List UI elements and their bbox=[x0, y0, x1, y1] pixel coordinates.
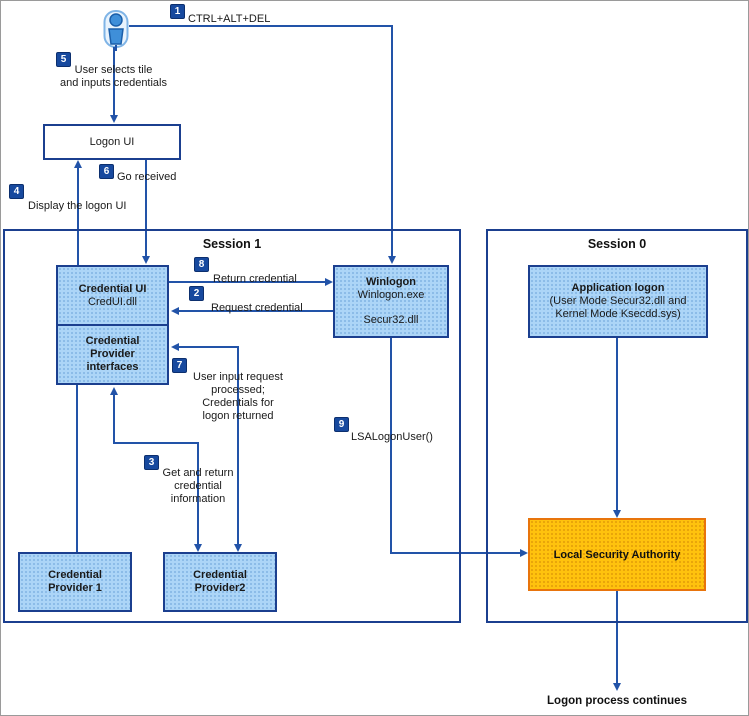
step3-line2: credential bbox=[174, 480, 222, 492]
arrowhead-into-logon-ui bbox=[110, 115, 118, 123]
step-badge-6: 6 bbox=[99, 164, 114, 179]
step-badge-3: 3 bbox=[144, 455, 159, 470]
line-applogon-to-lsa bbox=[616, 338, 618, 511]
logon-ui-label: Logon UI bbox=[89, 136, 135, 148]
winlogon-secur32-label: Secur32.dll bbox=[363, 314, 419, 326]
credential-provider-interfaces-cell: Credential Provider interfaces bbox=[58, 324, 167, 383]
session-1-container: Session 1 bbox=[3, 229, 461, 623]
logon-continues-label: Logon process continues bbox=[547, 695, 687, 707]
step4-label: Display the logon UI bbox=[28, 200, 127, 212]
step-badge-5: 5 bbox=[56, 52, 71, 67]
step-badge-4: 4 bbox=[9, 184, 24, 199]
lsa-title: Local Security Authority bbox=[553, 548, 681, 561]
step8-label: Return credential bbox=[213, 273, 297, 285]
step9-label: LSALogonUser() bbox=[351, 431, 433, 443]
arrowhead-into-lsa-left bbox=[520, 549, 528, 557]
step7-line4: logon returned bbox=[202, 410, 274, 422]
step1-label: CTRL+ALT+DEL bbox=[188, 13, 271, 25]
step7-label: User input request processed; Credential… bbox=[174, 371, 302, 423]
session-1-title: Session 1 bbox=[202, 237, 262, 251]
interfaces-line2: Provider bbox=[90, 348, 135, 360]
credential-ui-group-box: Credential UI CredUI.dll Credential Prov… bbox=[56, 265, 169, 385]
arrowhead-into-provider-interfaces bbox=[171, 343, 179, 351]
logon-ui-box: Logon UI bbox=[43, 124, 181, 160]
session-0-title: Session 0 bbox=[587, 237, 647, 251]
credential-provider-1-box: Credential Provider 1 bbox=[18, 552, 132, 612]
line-lsalogonuser-vertical bbox=[390, 338, 392, 554]
line-step3-horizontal bbox=[113, 442, 199, 444]
step-badge-9: 9 bbox=[334, 417, 349, 432]
line-request-credential bbox=[179, 310, 333, 312]
line-user-to-logon-ui bbox=[113, 47, 115, 116]
step7-line2: processed; bbox=[211, 384, 265, 396]
arrowhead-logon-continues bbox=[613, 683, 621, 691]
line-step3-vertical-a bbox=[113, 395, 115, 443]
line-lsalogonuser-horizontal bbox=[390, 552, 520, 554]
interfaces-line1: Credential bbox=[85, 335, 140, 347]
step3-line1: Get and return bbox=[162, 467, 234, 479]
line-ctrl-alt-del-horizontal bbox=[129, 25, 393, 27]
line-step7-horizontal bbox=[179, 346, 239, 348]
step-badge-1: 1 bbox=[170, 4, 185, 19]
application-logon-line2: (User Mode Secur32.dll and bbox=[549, 295, 687, 307]
step7-line1: User input request bbox=[193, 371, 283, 383]
local-security-authority-box: Local Security Authority bbox=[528, 518, 706, 591]
step5-line2: and inputs credentials bbox=[59, 77, 167, 89]
line-step7-vertical bbox=[237, 346, 239, 544]
arrowhead-into-winlogon bbox=[388, 256, 396, 264]
winlogon-exe-label: Winlogon.exe bbox=[357, 289, 425, 301]
winlogon-title: Winlogon bbox=[366, 276, 416, 288]
provider1-line2: Provider 1 bbox=[48, 582, 102, 594]
credential-ui-title: Credential UI bbox=[78, 282, 147, 295]
arrowhead-step3-into-interfaces bbox=[110, 387, 118, 395]
step-badge-8: 8 bbox=[194, 257, 209, 272]
step3-line3: information bbox=[170, 493, 226, 505]
line-go-received bbox=[145, 160, 147, 257]
provider2-line2: Provider2 bbox=[194, 582, 246, 594]
arrowhead-step3-into-provider2 bbox=[194, 544, 202, 552]
arrowhead-step7-into-provider2 bbox=[234, 544, 242, 552]
winlogon-box: Winlogon Winlogon.exe Secur32.dll bbox=[333, 265, 449, 338]
application-logon-box: Application logon (User Mode Secur32.dll… bbox=[528, 265, 708, 338]
line-step3-vertical-b bbox=[197, 442, 199, 544]
application-logon-title: Application logon bbox=[571, 282, 665, 294]
line-display-logon-ui bbox=[77, 168, 79, 265]
line-ctrl-alt-del-vertical bbox=[391, 25, 393, 256]
step5-line1: User selects tile bbox=[74, 64, 153, 76]
interfaces-line3: interfaces bbox=[86, 361, 139, 373]
step2-label: Request credential bbox=[211, 302, 303, 314]
arrowhead-into-lsa-top bbox=[613, 510, 621, 518]
arrowhead-return-into-winlogon bbox=[325, 278, 333, 286]
step-badge-2: 2 bbox=[189, 286, 204, 301]
line-lsa-continues bbox=[616, 591, 618, 684]
step3-label: Get and return credential information bbox=[147, 467, 249, 506]
arrowhead-into-credential-ui bbox=[142, 256, 150, 264]
step-badge-7: 7 bbox=[172, 358, 187, 373]
application-logon-line3: Kernel Mode Ksecdd.sys) bbox=[555, 308, 681, 320]
credential-provider-2-box: Credential Provider2 bbox=[163, 552, 277, 612]
step6-label: Go received bbox=[117, 171, 177, 183]
arrowhead-request-into-credential-ui bbox=[171, 307, 179, 315]
credential-ui-subtitle: CredUI.dll bbox=[88, 295, 137, 308]
arrowhead-up-into-logon-ui bbox=[74, 160, 82, 168]
credential-ui-cell: Credential UI CredUI.dll bbox=[58, 267, 167, 324]
line-interfaces-to-provider1 bbox=[76, 385, 78, 552]
line-return-credential bbox=[169, 281, 325, 283]
user-icon bbox=[103, 10, 129, 51]
session-0-container: Session 0 bbox=[486, 229, 748, 623]
provider1-line1: Credential bbox=[48, 569, 102, 581]
step5-label: User selects tile and inputs credentials bbox=[41, 64, 186, 90]
step7-line3: Credentials for bbox=[202, 397, 274, 409]
provider2-line1: Credential bbox=[193, 569, 247, 581]
